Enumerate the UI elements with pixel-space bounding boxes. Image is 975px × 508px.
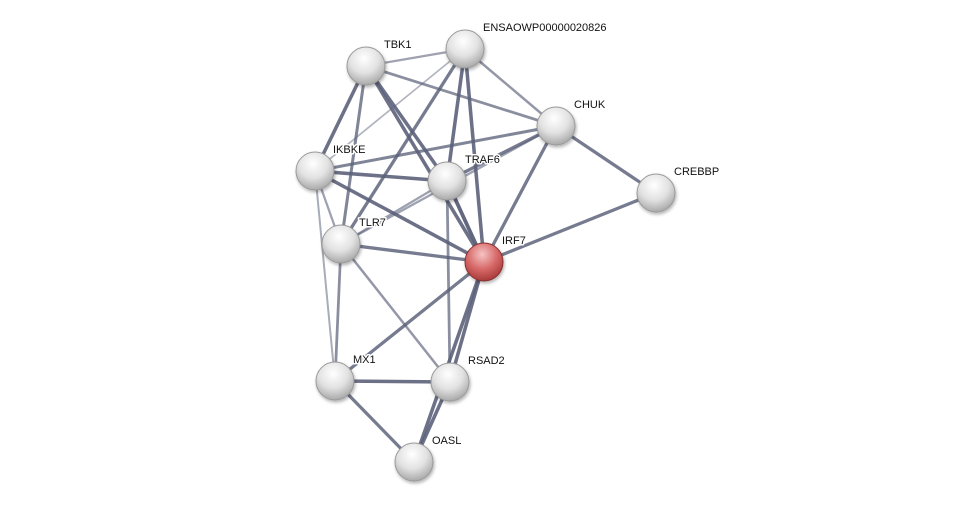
edge-ikbke-irf7[interactable]: [314, 169, 485, 264]
edge-chuk-ikbke[interactable]: [314, 124, 557, 173]
edge-tbk1-tlr7[interactable]: [339, 65, 368, 245]
node-traf6[interactable]: TRAF6: [427, 153, 501, 201]
edge-ensa-tlr7[interactable]: [339, 48, 467, 245]
node-sphere[interactable]: [315, 361, 355, 401]
node-mx1[interactable]: MX1: [315, 353, 377, 401]
node-label: TBK1: [384, 39, 412, 51]
node-label: CHUK: [574, 99, 606, 111]
node-sphere[interactable]: [464, 242, 504, 282]
node-label: ENSAOWP00000020826: [483, 22, 607, 34]
node-label: CREBBP: [674, 166, 719, 178]
node-irf7[interactable]: IRF7: [464, 234, 527, 282]
node-sphere[interactable]: [430, 362, 470, 402]
edge-irf7-mx1[interactable]: [333, 260, 486, 383]
node-sphere[interactable]: [295, 151, 335, 191]
node-chuk[interactable]: CHUK: [536, 98, 607, 146]
node-label: RSAD2: [468, 355, 505, 367]
edge-chuk-crebbp[interactable]: [555, 124, 657, 195]
node-sphere[interactable]: [394, 442, 434, 482]
edge-ikbke-traf6[interactable]: [314, 169, 448, 183]
edge-crebbp-irf7[interactable]: [483, 191, 657, 264]
edge-tlr7-mx1[interactable]: [333, 243, 343, 382]
node-label: IRF7: [502, 235, 526, 247]
node-ikbke[interactable]: IKBKE: [295, 143, 367, 191]
edge-irf7-oasl[interactable]: [412, 261, 486, 463]
node-sphere[interactable]: [427, 161, 467, 201]
edge-chuk-irf7[interactable]: [482, 125, 558, 263]
node-tlr7[interactable]: TLR7: [321, 216, 387, 264]
edge-ensa-traf6[interactable]: [445, 48, 467, 182]
edge-ensa-irf7[interactable]: [463, 48, 486, 263]
node-rsad2[interactable]: RSAD2: [430, 354, 506, 402]
node-label: OASL: [432, 435, 461, 447]
node-label: MX1: [353, 354, 376, 366]
edge-traf6-rsad2[interactable]: [445, 180, 452, 383]
edge-tlr7-rsad2[interactable]: [340, 243, 451, 383]
node-tbk1[interactable]: TBK1: [346, 38, 413, 86]
edge-tlr7-irf7[interactable]: [340, 242, 485, 264]
edge-ensa-ikbke[interactable]: [314, 48, 466, 172]
edge-ikbke-mx1[interactable]: [314, 170, 336, 382]
node-label: TLR7: [359, 217, 386, 229]
node-ensa[interactable]: ENSAOWP00000020826: [445, 21, 608, 69]
node-crebbp[interactable]: CREBBP: [636, 165, 721, 213]
edge-traf6-tlr7[interactable]: [340, 180, 448, 245]
node-sphere[interactable]: [445, 29, 485, 69]
edge-tbk1-chuk[interactable]: [365, 64, 557, 128]
node-label: TRAF6: [465, 154, 500, 166]
node-sphere[interactable]: [321, 224, 361, 264]
edge-ensa-chuk[interactable]: [464, 48, 557, 127]
edge-tbk1-irf7[interactable]: [364, 65, 486, 263]
node-sphere[interactable]: [636, 173, 676, 213]
node-sphere[interactable]: [536, 106, 576, 146]
node-label: IKBKE: [333, 144, 365, 156]
node-oasl[interactable]: OASL: [394, 434, 463, 482]
node-sphere[interactable]: [346, 46, 386, 86]
